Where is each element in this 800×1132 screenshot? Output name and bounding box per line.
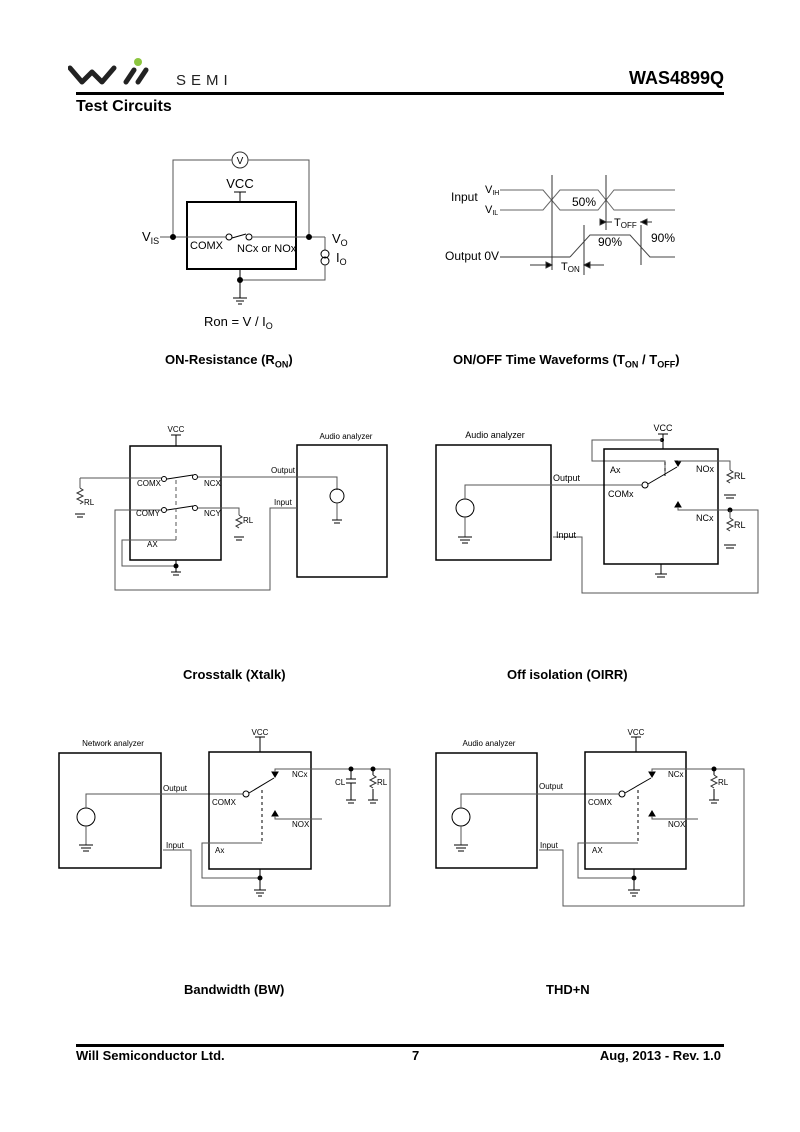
logo-dot	[134, 58, 142, 66]
ron-formula: Ron = V / IO	[204, 314, 273, 331]
svg-text:RL: RL	[84, 498, 95, 507]
svg-text:TON: TON	[561, 261, 580, 274]
footer-company: Will Semiconductor Ltd.	[76, 1048, 225, 1063]
svg-text:COMX: COMX	[212, 798, 237, 807]
svg-text:Output 0V: Output 0V	[445, 249, 499, 263]
svg-text:Output: Output	[539, 782, 564, 791]
part-number: WAS4899Q	[628, 68, 724, 88]
caption-bandwidth: Bandwidth (BW)	[184, 982, 285, 997]
svg-text:50%: 50%	[572, 195, 596, 209]
svg-text:NCx: NCx	[696, 513, 714, 523]
svg-text:NCx: NCx	[292, 770, 308, 779]
caption-timing: ON/OFF Time Waveforms (TON / TOFF)	[453, 352, 680, 370]
svg-text:90%: 90%	[651, 231, 675, 245]
switch-ic-box	[186, 201, 297, 270]
figure-bandwidth: Network analyzer VCC NCx NOX COMX Ax CL …	[58, 728, 391, 907]
svg-text:CL: CL	[335, 778, 346, 787]
svg-text:NOx: NOx	[696, 464, 715, 474]
section-title: Test Circuits	[76, 98, 172, 115]
svg-text:Network analyzer: Network analyzer	[82, 739, 144, 748]
svg-text:VCC: VCC	[653, 423, 673, 433]
figure-crosstalk: VCC Audio analyzer COMX NCX COMY NCY AX …	[75, 425, 388, 591]
svg-text:COMY: COMY	[136, 509, 161, 518]
svg-text:Output: Output	[553, 473, 581, 483]
svg-text:VCC: VCC	[252, 728, 269, 737]
ground-icon	[233, 297, 247, 305]
svg-text:Audio analyzer: Audio analyzer	[465, 430, 525, 440]
svg-text:NCX: NCX	[204, 479, 222, 488]
svg-text:COMX: COMX	[190, 240, 224, 252]
svg-text:RL: RL	[718, 778, 729, 787]
svg-text:IO: IO	[336, 250, 347, 267]
svg-text:AX: AX	[592, 846, 603, 855]
svg-text:COMx: COMx	[608, 489, 634, 499]
svg-text:Input: Input	[556, 530, 577, 540]
svg-text:Audio analyzer: Audio analyzer	[463, 739, 516, 748]
page-number: 7	[412, 1048, 420, 1063]
figure-on-resistance: V VCC VIS COMX NCx or NOx VO IO Ron = V …	[142, 151, 348, 331]
svg-text:Audio analyzer: Audio analyzer	[320, 432, 373, 441]
svg-text:COMX: COMX	[137, 479, 162, 488]
svg-text:RL: RL	[734, 471, 746, 481]
svg-text:NCx or NOx: NCx or NOx	[237, 243, 297, 255]
svg-text:AX: AX	[147, 540, 158, 549]
svg-text:NCx: NCx	[668, 770, 684, 779]
svg-text:Input: Input	[166, 841, 185, 850]
svg-text:COMX: COMX	[588, 798, 613, 807]
figure-off-isolation: Audio analyzer VCC Ax COMx NOx NCx RL RL…	[435, 423, 759, 594]
figure-thd-n: Audio analyzer VCC NCx NOX COMX AX RL Ou…	[435, 728, 745, 907]
svg-text:Input: Input	[451, 190, 478, 204]
svg-text:Ax: Ax	[215, 846, 224, 855]
caption-crosstalk: Crosstalk (Xtalk)	[183, 667, 286, 682]
footer-revision: Aug, 2013 - Rev. 1.0	[599, 1048, 721, 1063]
svg-text:90%: 90%	[598, 235, 622, 249]
caption-off-isolation: Off isolation (OIRR)	[507, 667, 628, 682]
svg-text:VCC: VCC	[628, 728, 645, 737]
figure-timing-waveforms: Input VIH VIL 50% TOFF 90% 90% Output 0V…	[445, 175, 675, 275]
logo-text: SEMI	[176, 72, 233, 89]
svg-text:VO: VO	[332, 231, 348, 248]
svg-text:Input: Input	[540, 841, 559, 850]
svg-text:VIS: VIS	[142, 229, 159, 246]
svg-text:VCC: VCC	[168, 425, 185, 434]
svg-text:RL: RL	[377, 778, 388, 787]
svg-text:Ax: Ax	[610, 465, 621, 475]
audio-analyzer-box	[296, 444, 388, 578]
svg-text:V: V	[237, 156, 244, 167]
logo-mark-icon: SEMI	[68, 58, 233, 89]
svg-text:NCY: NCY	[204, 509, 222, 518]
svg-text:VIH: VIH	[485, 184, 499, 197]
caption-thd-n: THD+N	[546, 982, 590, 997]
footer-divider	[76, 1044, 724, 1047]
svg-text:RL: RL	[243, 516, 254, 525]
svg-text:VIL: VIL	[485, 204, 498, 217]
svg-text:Input: Input	[274, 498, 293, 507]
svg-text:Output: Output	[271, 466, 296, 475]
svg-text:Output: Output	[163, 784, 188, 793]
svg-text:RL: RL	[734, 520, 746, 530]
svg-text:NOX: NOX	[292, 820, 310, 829]
current-source-icon	[320, 249, 330, 259]
company-logo: SEMI	[68, 58, 258, 90]
vcc-label: VCC	[226, 176, 253, 191]
header-divider	[76, 92, 724, 95]
svg-text:NOX: NOX	[668, 820, 686, 829]
caption-on-resistance: ON-Resistance (RON)	[165, 352, 293, 370]
svg-text:TOFF: TOFF	[614, 217, 637, 230]
